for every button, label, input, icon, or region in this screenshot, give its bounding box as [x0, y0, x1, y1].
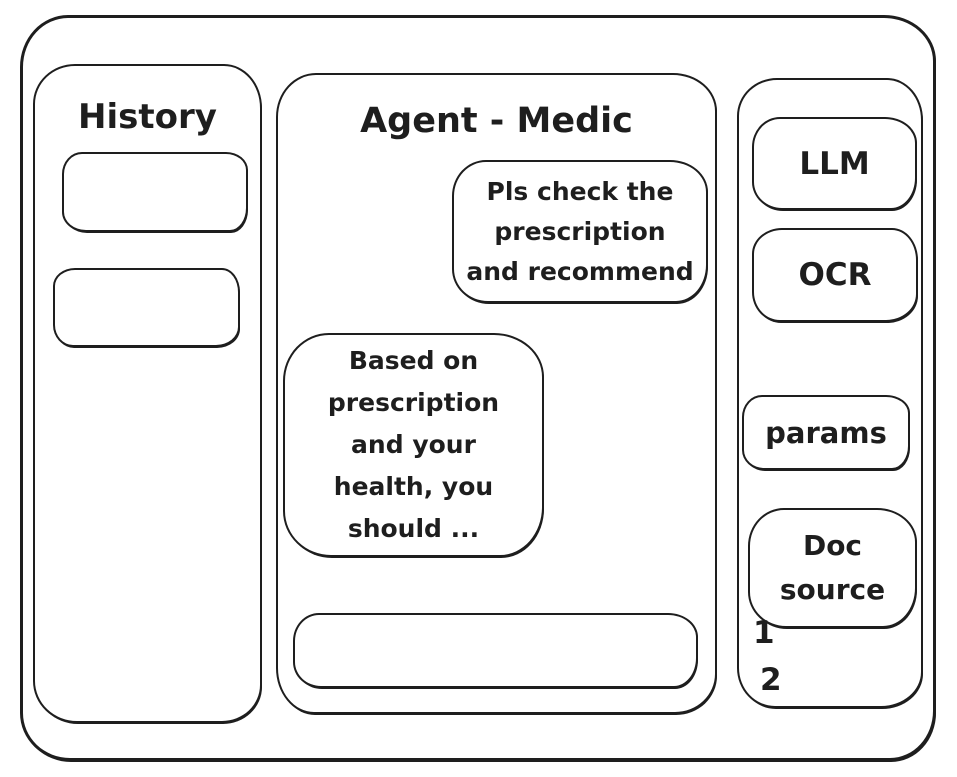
- assistant-message-bubble: Based on prescription and your health, y…: [283, 333, 544, 557]
- ocr-button[interactable]: OCR: [752, 228, 918, 322]
- history-title: History: [78, 97, 217, 137]
- llm-button[interactable]: LLM: [752, 117, 917, 210]
- history-item[interactable]: [53, 268, 240, 347]
- message-input[interactable]: [293, 613, 698, 688]
- history-item[interactable]: [62, 152, 248, 232]
- doc-source-button[interactable]: Doc source: [748, 508, 917, 628]
- user-message-bubble: Pls check the prescription and recommend: [452, 160, 708, 303]
- params-button[interactable]: params: [742, 395, 910, 470]
- annotation-2: 2: [760, 662, 782, 698]
- annotation-1: 1: [753, 615, 775, 651]
- chat-title: Agent - Medic: [360, 101, 633, 141]
